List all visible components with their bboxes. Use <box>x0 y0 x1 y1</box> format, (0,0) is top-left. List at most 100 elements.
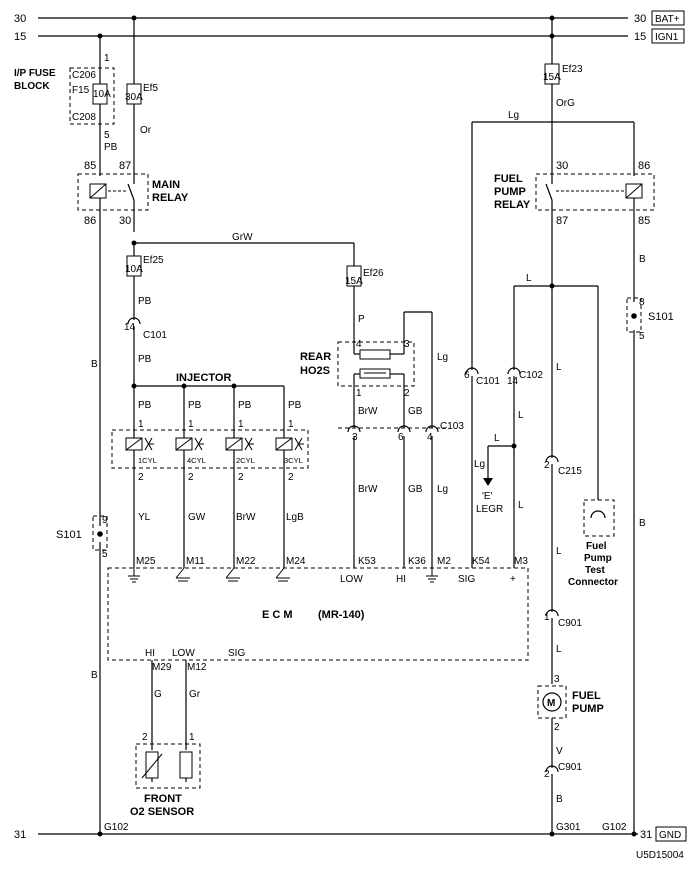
rear-ho2s: 4 3 1 2 REAR HO2S BrW GB Lg 3 6 4 C103 <box>300 311 464 443</box>
rail-ign: 15 15 IGN1 <box>14 28 685 44</box>
rail-bat-left-label: 30 <box>14 13 26 25</box>
fuse-ef23: Ef23 15A OrG <box>543 15 583 176</box>
test-conn-line-2: Pump <box>584 553 612 564</box>
rail-gnd-tag: GND <box>659 830 681 841</box>
rear-ho2s-title-2: HO2S <box>300 365 330 377</box>
c103-pin-3: 3 <box>352 432 358 443</box>
ecm-pin-k54: K54 <box>472 556 490 567</box>
s101-right-pin-bottom: 5 <box>639 331 645 342</box>
injector-2-pin-in: 1 <box>188 419 194 430</box>
wire-label-b-pump: B <box>556 794 563 805</box>
ecm-pin-k53: K53 <box>358 556 376 567</box>
wire-label-pb-ef25: PB <box>138 296 152 307</box>
injector-4cyl: PB 1 4CYL 2 GW <box>175 386 206 568</box>
injector-1cyl: PB 1 1CYL 2 YL <box>125 386 157 568</box>
rail-bat-right-label: 30 <box>634 13 646 25</box>
wire-label-l-m3: L <box>518 500 524 511</box>
wire-label-pb-fuse: PB <box>104 142 118 153</box>
rail-gnd: 31 31 GND G102 G301 G102 U5D15004 <box>14 822 687 861</box>
c103-name: C103 <box>440 421 464 432</box>
fuse-ef26-name: Ef26 <box>363 268 384 279</box>
test-conn-line-4: Connector <box>568 577 618 588</box>
c103-pin-6: 6 <box>398 432 404 443</box>
ecm-label-sig: SIG <box>458 574 475 585</box>
rail-gnd-left-label: 31 <box>14 829 26 841</box>
fp-relay-pin-85: 85 <box>638 215 650 227</box>
injector-bank: INJECTOR <box>111 372 309 469</box>
s101-left-pin-bottom: 5 <box>102 549 108 560</box>
injector-4-in-wire: PB <box>288 400 302 411</box>
rear-ho2s-pin-2: 2 <box>404 388 410 399</box>
legr-wire: Lg <box>474 459 485 470</box>
fp-relay-pin-86: 86 <box>638 160 650 172</box>
wire-label-pb-c101: PB <box>138 354 152 365</box>
rail-bat-tag: BAT+ <box>655 14 680 25</box>
fuse-ef25-name: Ef25 <box>143 255 164 266</box>
injector-4-cyl: 3CYL <box>284 456 303 465</box>
injector-3-in-wire: PB <box>238 400 252 411</box>
ecm-label-hi: HI <box>396 574 406 585</box>
legr-top-l: L <box>494 433 500 444</box>
wire-label-gw: GW <box>188 512 206 523</box>
rail-ign-tag: IGN1 <box>655 32 679 43</box>
ground-g301: G301 <box>556 822 581 833</box>
fuse-ef5-rating: 30A <box>125 92 143 103</box>
injector-2cyl: PB 1 2CYL 2 BrW <box>225 386 256 568</box>
injector-3-pin-in: 1 <box>238 419 244 430</box>
ecm-pin-m3: M3 <box>514 556 528 567</box>
rail-ign-right-label: 15 <box>634 31 646 43</box>
fuse-f15-name: F15 <box>72 85 90 96</box>
wire-label-b-right: B <box>639 254 646 265</box>
c901-top-name: C901 <box>558 618 582 629</box>
fp-relay-pin-30: 30 <box>556 160 568 172</box>
ecm-label-plus: + <box>510 574 516 585</box>
wire-label-l-top: L <box>526 273 532 284</box>
wire-label-gr: Gr <box>189 689 201 700</box>
rear-ho2s-title-1: REAR <box>300 351 331 363</box>
fuse-block-conn-bottom: C208 <box>72 112 96 123</box>
rear-ho2s-pin-3: 3 <box>404 339 410 350</box>
wire-label-l-c901: L <box>556 644 562 655</box>
c101-right-pin: 6 <box>464 370 470 381</box>
c102-name: C102 <box>519 370 543 381</box>
ecm-label-low: LOW <box>340 574 363 585</box>
front-o2-title-1: FRONT <box>144 793 182 805</box>
injector-2-in-wire: PB <box>188 400 202 411</box>
fuse-block-pin-bottom: 5 <box>104 130 110 141</box>
wire-label-yl: YL <box>138 512 151 523</box>
s101-right-name: S101 <box>648 311 674 323</box>
c215-name: C215 <box>558 466 582 477</box>
fp-relay-title-3: RELAY <box>494 199 531 211</box>
wire-label-l-c102: L <box>518 410 524 421</box>
c901-bottom-pin: 2 <box>544 769 550 780</box>
c102-pin: 14 <box>507 376 519 387</box>
wire-label-brw-inj: BrW <box>236 512 256 523</box>
fp-relay-title-1: FUEL <box>494 173 523 185</box>
front-o2-title-2: O2 SENSOR <box>130 806 194 818</box>
wire-label-b-left: B <box>91 359 98 370</box>
rail-gnd-right-label: 31 <box>640 829 652 841</box>
ecm-pin-m25: M25 <box>136 556 156 567</box>
injector-1-pin-out: 2 <box>138 472 144 483</box>
injector-3cyl: PB 1 3CYL 2 LgB <box>275 386 304 568</box>
wires-ho2s-to-ecm: BrW GB Lg <box>353 436 448 568</box>
fuse-ef23-rating: 15A <box>543 72 561 83</box>
injector-4-pin-out: 2 <box>288 472 294 483</box>
main-relay-pin-87: 87 <box>119 160 131 172</box>
main-relay-pin-86: 86 <box>84 215 96 227</box>
wire-label-b-left-lower: B <box>91 670 98 681</box>
s101-left-name: S101 <box>56 529 82 541</box>
injector-1-cyl: 1CYL <box>138 456 157 465</box>
c901-bottom-name: C901 <box>558 762 582 773</box>
ecm-module: M25 M11 M22 M24 K53 K36 M2 K54 M3 LOW HI… <box>107 556 529 673</box>
injector-3-cyl: 2CYL <box>236 456 255 465</box>
rail-ign-left-label: 15 <box>14 31 26 43</box>
injector-title: INJECTOR <box>176 372 231 384</box>
rear-ho2s-pin-1: 1 <box>356 388 362 399</box>
ecm-label-bottom-low: LOW <box>172 648 195 659</box>
fuel-pump-test-connector: Fuel Pump Test Connector <box>568 499 618 588</box>
ground-g102-right: G102 <box>602 822 627 833</box>
main-relay-pin-85: 85 <box>84 160 96 172</box>
main-relay-title-1: MAIN <box>152 179 180 191</box>
